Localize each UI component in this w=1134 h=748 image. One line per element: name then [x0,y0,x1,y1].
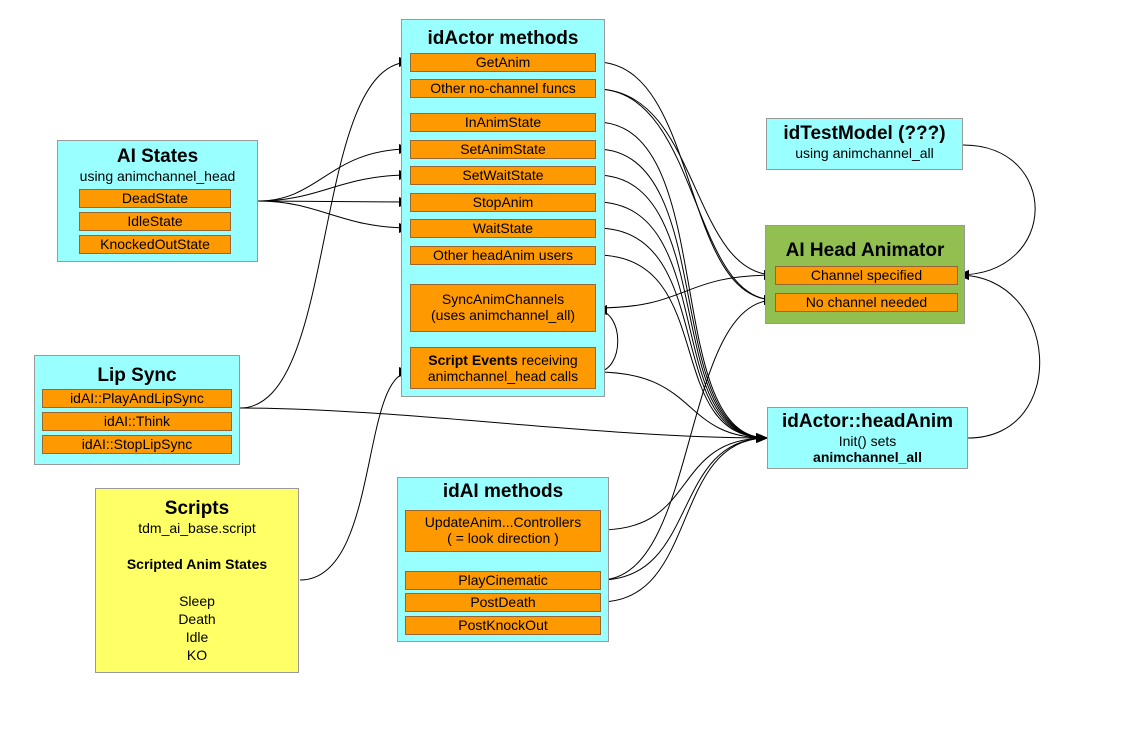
updateanim-line1: UpdateAnim...Controllers [424,514,582,530]
script-events-line2: animchannel_head calls [427,368,579,384]
edge-otherno-channelspec [595,88,776,280]
idai-methods-title: idAI methods [442,481,564,502]
updateanim-line2: ( = look direction ) [447,530,559,546]
script-events-line1: Script Events receiving [411,352,595,368]
idactor-item-other-no-channel[interactable]: Other no-channel funcs [410,79,596,98]
head-animator-item-no-channel-needed[interactable]: No channel needed [775,293,958,312]
idactor-item-setwaitstate[interactable]: SetWaitState [410,166,596,185]
sync-line2: (uses animchannel_all) [431,307,575,323]
idtestmodel-subtitle: using animchannel_all [795,145,934,161]
idactor-item-syncanimchannels[interactable]: SyncAnimChannels (uses animchannel_all) [410,284,596,332]
edge-inanimstate-headanim [595,121,768,443]
head-animator-item-channel-specified[interactable]: Channel specified [775,266,958,285]
scripts-state-death: Death [178,611,216,627]
ai-states-title: AI States [116,146,199,167]
edge-getanim-nochannel [595,61,776,305]
idtestmodel-title: idTestModel (???) [783,123,946,144]
idactor-item-script-events[interactable]: Script Events receiving animchannel_head… [410,347,596,389]
ai-head-animator-title: AI Head Animator [785,240,945,261]
edge-aistates-setwaitstate [257,170,411,202]
edge-scripts-scriptevents [299,367,411,581]
edge-setanimstate-headanim [595,148,768,443]
headanim-box: idActor::headAnim Init() sets animchanne… [767,407,968,469]
idactor-item-inanimstate[interactable]: InAnimState [410,113,596,132]
edge-otherhead-headanim [595,254,768,443]
scripts-state-idle: Idle [185,629,209,645]
edge-postdeath-headanim [599,433,768,603]
idactor-item-stopanim[interactable]: StopAnim [410,193,596,212]
ai-states-item-knockedoutstate[interactable]: KnockedOutState [79,235,231,254]
edge-waitstate-headanim [595,227,768,443]
edge-playcinematic-headanim [599,433,768,581]
idai-item-postknockout[interactable]: PostKnockOut [405,616,601,635]
lip-sync-title: Lip Sync [97,365,177,386]
lip-sync-item-think[interactable]: idAI::Think [42,412,232,431]
idactor-item-other-headanim-users[interactable]: Other headAnim users [410,246,596,265]
scripts-subtitle: tdm_ai_base.script [138,520,256,536]
scripts-state-sleep: Sleep [179,593,215,609]
idai-item-playcinematic[interactable]: PlayCinematic [405,571,601,590]
idactor-item-getanim[interactable]: GetAnim [410,53,596,72]
edge-aistates-waitstate [257,200,411,233]
idai-methods-box: idAI methods [397,477,609,642]
lip-sync-item-playandlipsync[interactable]: idAI::PlayAndLipSync [42,389,232,408]
edge-otherno-nochannel [595,88,776,305]
idactor-methods-title: idActor methods [427,28,579,49]
headanim-line2: animchannel_all [813,449,922,465]
edge-lipsync-getanim [239,57,411,409]
idai-item-postdeath[interactable]: PostDeath [405,593,601,612]
edge-lipsync-headanim [239,407,768,443]
edge-stopanim-headanim [595,201,768,443]
lip-sync-item-stoplipsync[interactable]: idAI::StopLipSync [42,435,232,454]
scripts-section: Scripted Anim States [126,556,268,572]
edge-aistates-setanimstate [257,144,411,202]
edge-sync-channelspec [584,270,776,314]
edge-scriptevents-headanim [595,371,768,443]
scripts-title: Scripts [164,498,230,519]
ai-states-item-deadstate[interactable]: DeadState [79,189,231,208]
edge-testmodel-channelspec [957,144,1036,280]
idtestmodel-box: idTestModel (???) using animchannel_all [766,118,963,170]
edge-aistates-stopanim [257,196,411,207]
edge-headanim-channelspec [957,270,1040,439]
scripts-state-ko: KO [186,647,208,663]
headanim-line1: Init() sets [838,433,897,449]
script-events-bold: Script Events [428,352,518,368]
idai-item-updateanim-controllers[interactable]: UpdateAnim...Controllers ( = look direct… [405,510,601,552]
ai-states-item-idlestate[interactable]: IdleState [79,212,231,231]
headanim-title: idActor::headAnim [782,411,953,432]
script-events-rest: receiving [517,352,578,368]
idactor-item-setanimstate[interactable]: SetAnimState [410,140,596,159]
idactor-item-waitstate[interactable]: WaitState [410,219,596,238]
sync-line1: SyncAnimChannels [441,291,565,307]
scripts-box: Scripts tdm_ai_base.script Scripted Anim… [95,488,299,673]
edge-setwaitstate-headanim [595,174,768,443]
edge-updateanim-headanim [599,433,768,531]
edge-postdeath-nochannel [599,295,776,581]
ai-states-subtitle: using animchannel_head [79,168,236,184]
